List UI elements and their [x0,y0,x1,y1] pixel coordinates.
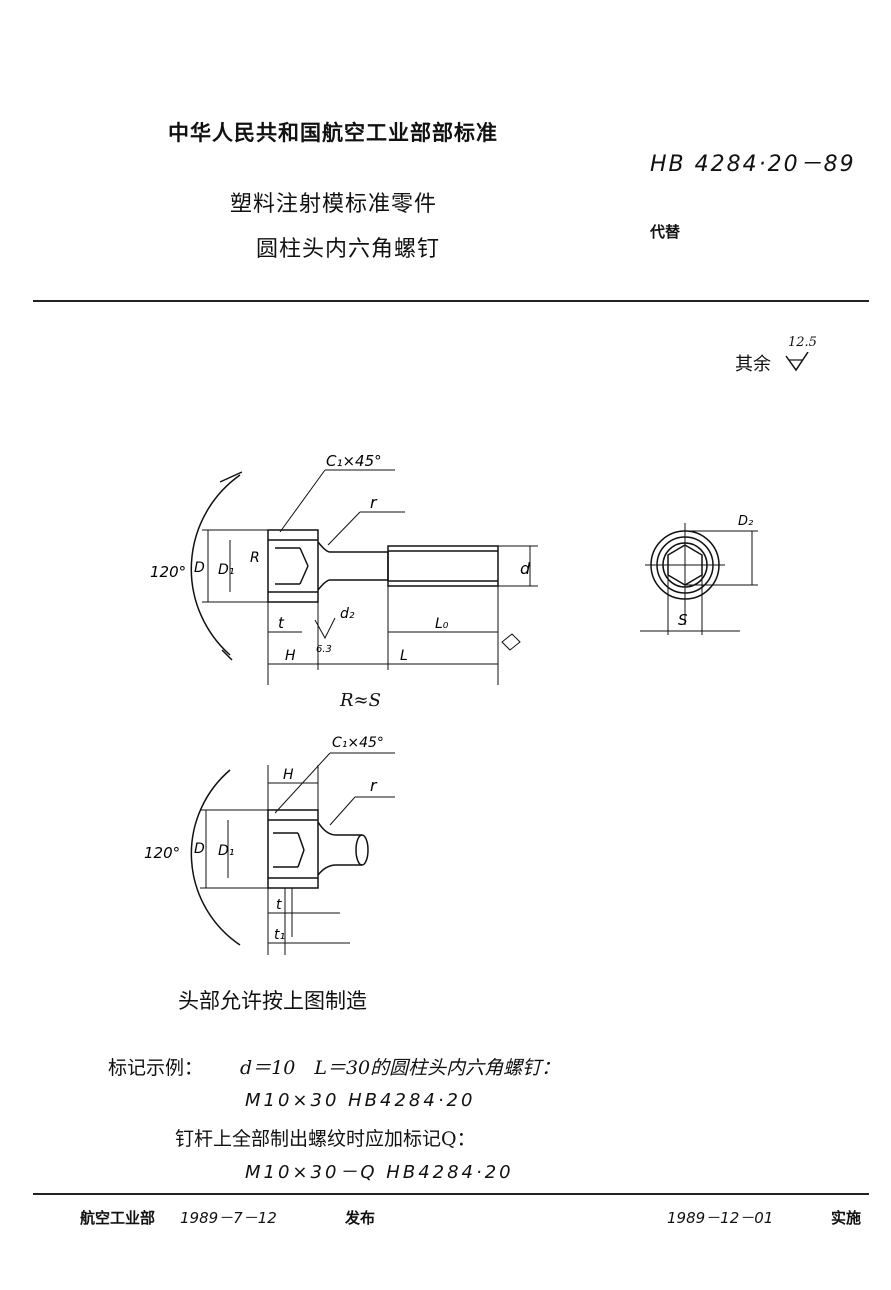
title-line-1: 塑料注射模标准零件 [230,192,438,217]
chamfer-label-2: C₁×45° [332,735,384,751]
dim-t1-label-2: t₁ [274,927,285,943]
marking-example-1: M10×30 HB4284·20 [245,1090,476,1111]
radius-label: r [370,493,378,512]
marking-example-label: 标记示例： [108,1057,204,1079]
replaces-label: 代替 [650,223,681,241]
dim-t-label: t [278,614,285,632]
dim-R-label: R [250,550,260,566]
header-divider [33,300,869,302]
full-thread-note: 钉杆上全部制出螺纹时应加标记Q： [175,1128,476,1150]
footer-issue-date: 1989－7－12 [180,1209,277,1227]
dim-D-label: D [194,560,205,576]
surface-finish-label: 其余 [735,354,771,375]
roughness-symbol-icon [785,352,809,372]
dim-H-label: H [285,648,296,664]
radius-label-2: r [370,776,378,795]
alternative-head-drawing: C₁×45° H r 120° D D₁ t t₁ [144,735,395,955]
marking-example-2: M10×30－Q HB4284·20 [245,1162,514,1183]
footer-effective-label: 实施 [831,1209,862,1227]
angle-label: 120° [150,563,186,581]
footer-divider [33,1193,869,1195]
dim-D-label-2: D [194,841,205,857]
standard-number: HB 4284·20－89 [650,152,856,177]
dim-H-label-2: H [283,767,294,783]
footer-issue-label: 发布 [345,1209,376,1227]
dim-D1-label-2: D₁ [218,843,234,859]
dim-S-label: S [678,611,688,629]
footer-effective-date: 1989－12－01 [667,1209,774,1227]
title-line-2: 圆柱头内六角螺钉 [256,237,441,262]
dim-D1-label: D₁ [218,562,234,578]
issuing-organization: 中华人民共和国航空工业部部标准 [168,121,498,145]
dim-L-label: L [400,648,408,664]
footer-issuer: 航空工业部 [80,1209,156,1227]
dim-d-label: d [520,559,531,578]
screw-end-view-drawing: D₂ S [640,514,758,635]
screw-side-view-drawing: C₁×45° r 120° D D₁ R d t 6.3 d₂ L₀ H L [150,452,538,685]
dim-D2-label: D₂ [738,514,753,529]
relation-label: R≈S [340,690,381,711]
marking-example-text: d＝10 L＝30的圆柱头内六角螺钉： [240,1057,561,1079]
dim-d2-label: d₂ [340,606,355,622]
angle-label-2: 120° [144,844,180,862]
chamfer-label: C₁×45° [326,452,382,470]
head-manufacture-note: 头部允许按上图制造 [178,989,367,1013]
dim-t-label-2: t [276,897,282,913]
roughness-label: 6.3 [316,644,332,655]
surface-finish-value: 12.5 [788,335,817,350]
dim-L0-label: L₀ [435,616,449,632]
